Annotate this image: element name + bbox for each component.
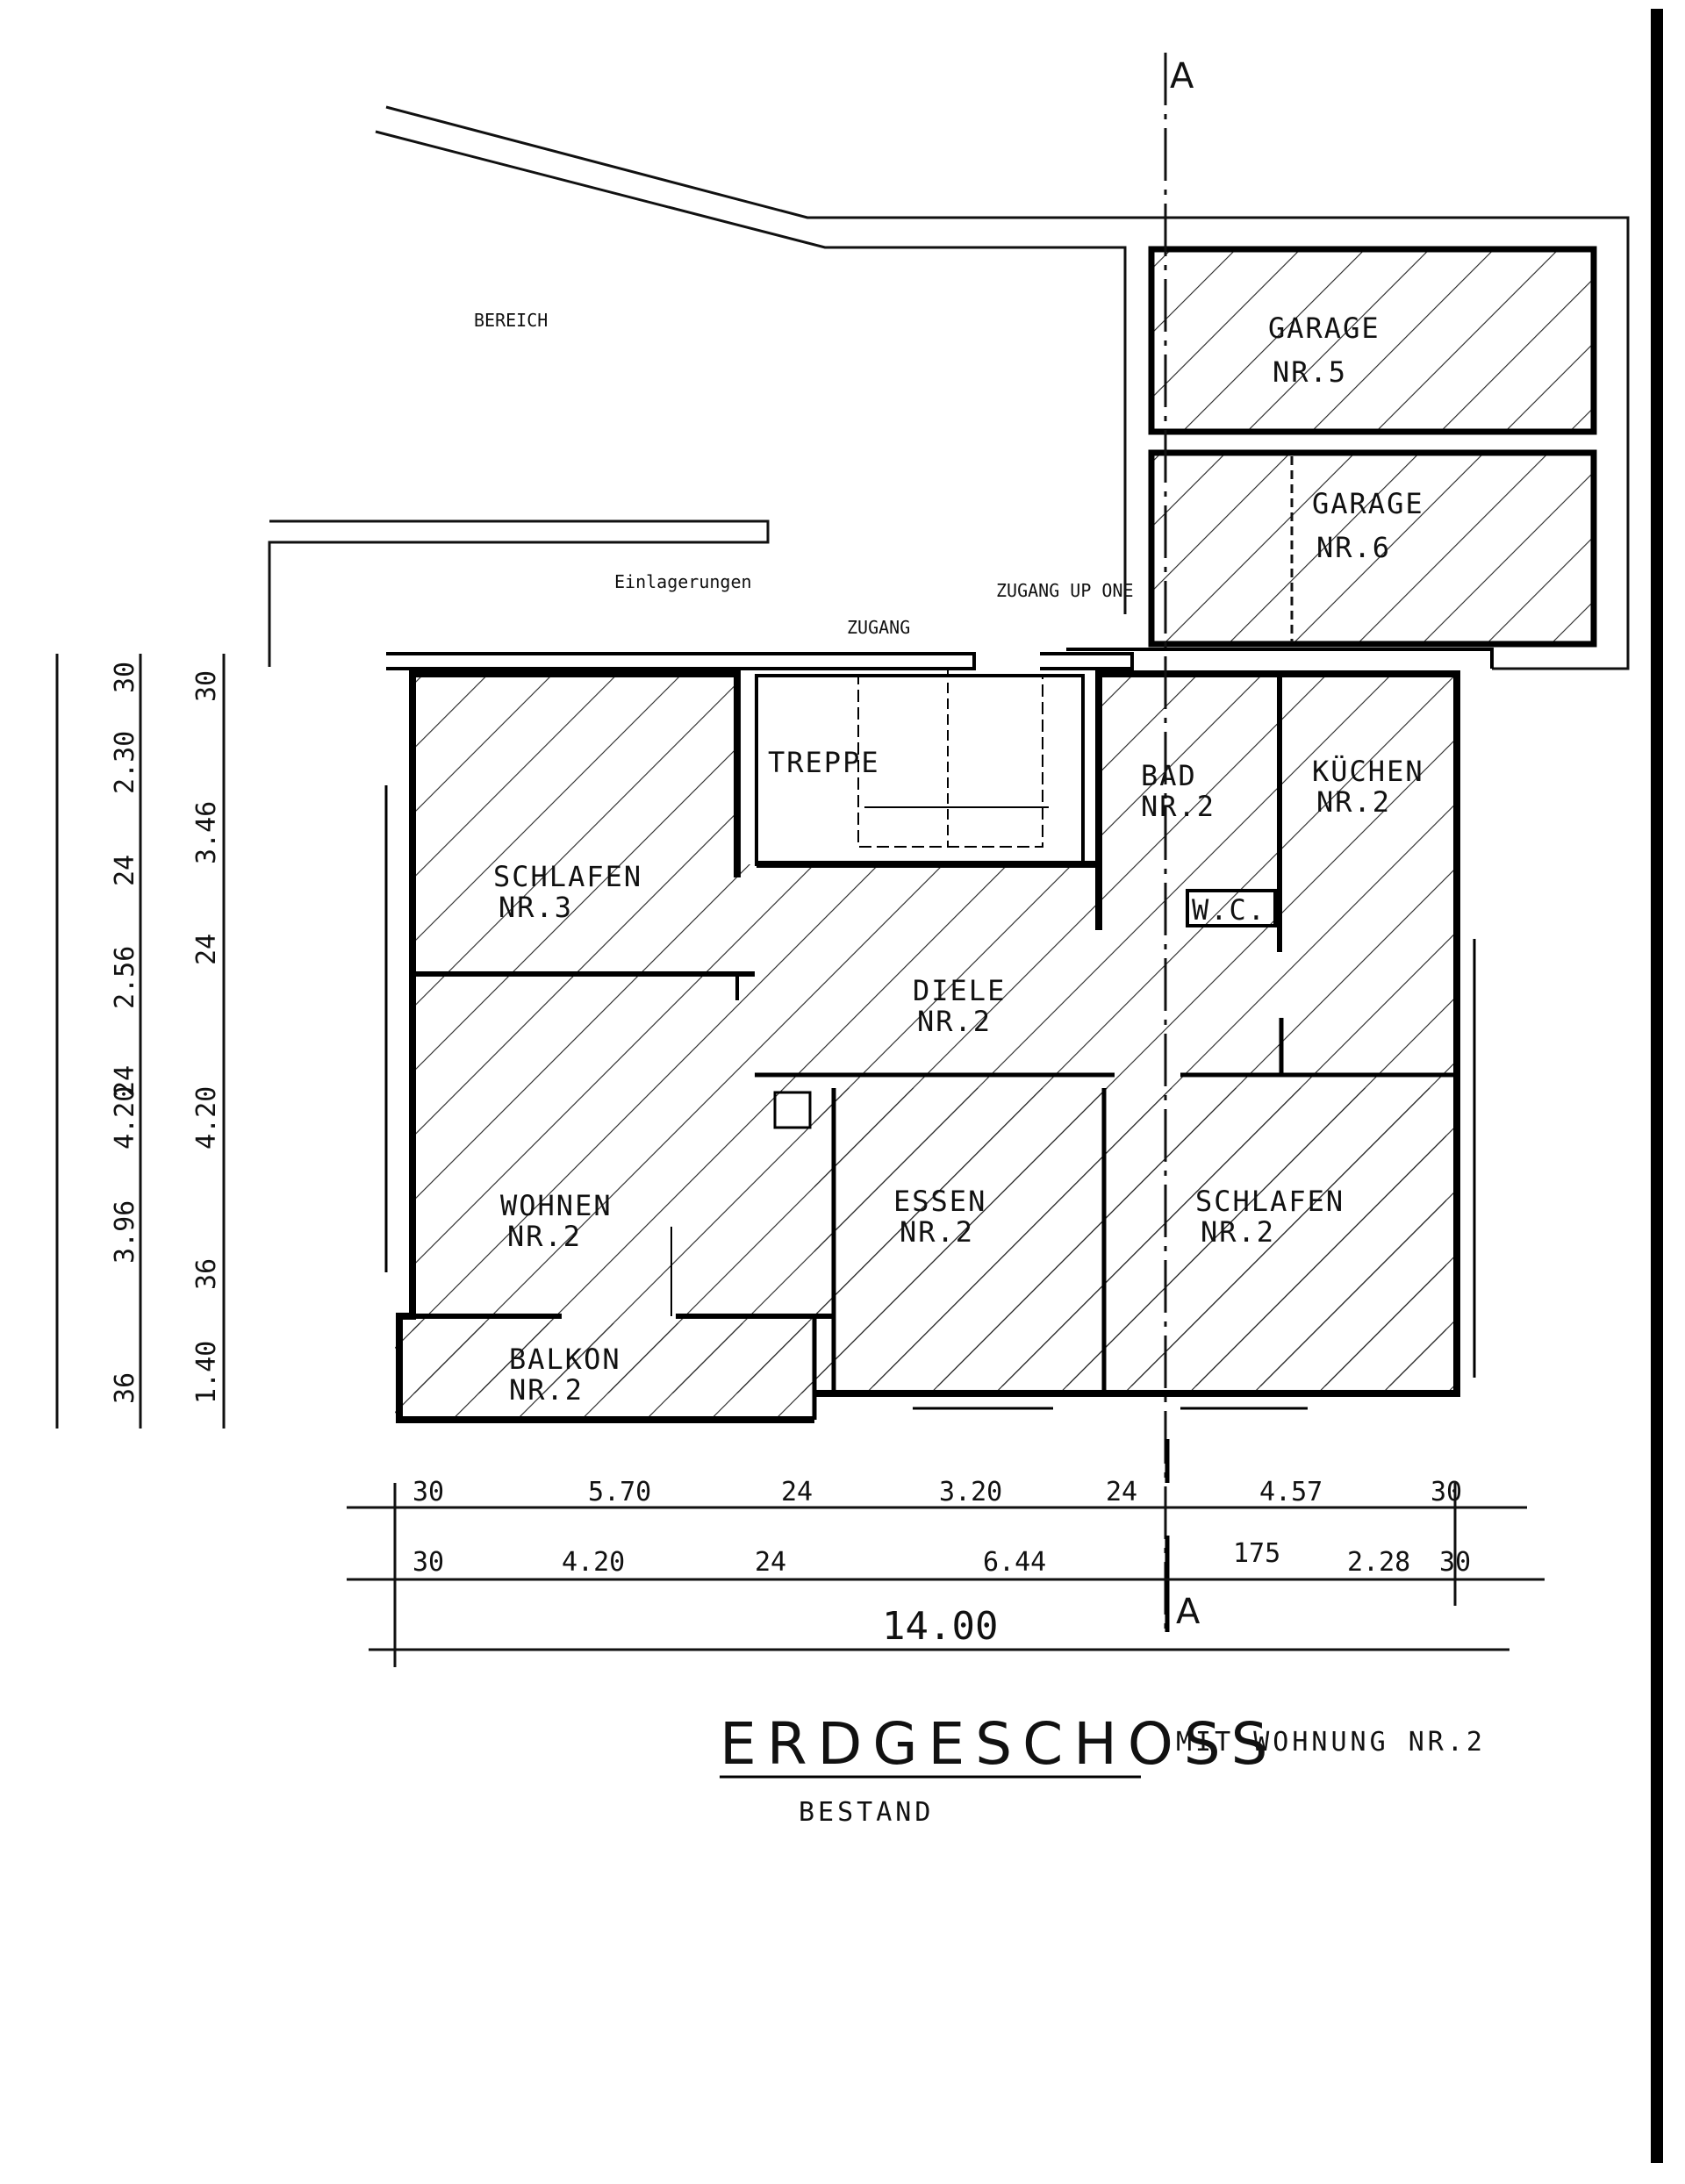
garage-6 [1148, 449, 1597, 648]
dim-l1-7: 36 [110, 1372, 140, 1404]
zugang-label: ZUGANG [847, 617, 910, 638]
plan-subtitle: BESTAND [799, 1797, 934, 1828]
dim-b1-3: 3.20 [939, 1477, 1002, 1507]
section-marker-bottom: A [1176, 1592, 1201, 1632]
left-dimensions: 30 2.30 24 2.56 24 4.20 3.96 36 30 3.46 … [110, 662, 222, 1404]
einlagerungen-label: Einlagerungen [614, 571, 752, 592]
dim-b2-1: 4.20 [562, 1547, 625, 1578]
dim-b1-4: 24 [1106, 1477, 1137, 1507]
dim-l2-1: 3.46 [191, 801, 222, 864]
schlafen3-name: SCHLAFEN [493, 860, 642, 893]
dim-l1-4: 24 [110, 1065, 140, 1097]
bad-nr: NR.2 [1141, 790, 1215, 823]
dim-total: 14.00 [882, 1604, 998, 1649]
garage6-nr: NR.6 [1316, 531, 1391, 564]
apartment-hatch [395, 674, 1457, 1420]
plan-title-suffix: MIT WOHNUNG NR.2 [1176, 1727, 1486, 1758]
dimension-lines [55, 654, 1545, 1667]
dim-b2-2: 24 [755, 1547, 786, 1578]
dim-l2-3: 4.20 [110, 1086, 140, 1149]
dim-l1-5: 4.20 [191, 1086, 222, 1149]
walls [384, 648, 1494, 1423]
treppe-name: TREPPE [768, 746, 880, 779]
garage6-name: GARAGE [1312, 487, 1424, 520]
balkon-name: BALKON [509, 1343, 621, 1376]
kuechen-name: KÜCHEN [1312, 755, 1424, 788]
section-marker-top: A [1170, 56, 1194, 97]
zugang-note: ZUGANG UP ONE [996, 580, 1134, 601]
dim-l2-2: 24 [191, 934, 222, 965]
balkon-nr: NR.2 [509, 1373, 584, 1407]
dim-b1-1: 5.70 [588, 1477, 651, 1507]
essen-nr: NR.2 [900, 1215, 974, 1249]
bad-name: BAD [1141, 759, 1197, 792]
dim-l1-1: 2.30 [110, 731, 140, 794]
diele-name: DIELE [913, 974, 1006, 1007]
dim-l2-0: 30 [191, 670, 222, 702]
dim-l1-0: 30 [110, 662, 140, 693]
dim-b1-0: 30 [412, 1477, 444, 1507]
garage5-nr: NR.5 [1273, 355, 1347, 389]
dim-b2-6: 30 [1439, 1547, 1471, 1578]
dim-b1-5: 4.57 [1259, 1477, 1323, 1507]
dim-b2-0: 30 [412, 1547, 444, 1578]
dim-b2-5: 2.28 [1347, 1547, 1410, 1578]
dim-l1-3: 2.56 [110, 946, 140, 1009]
garage5-name: GARAGE [1268, 311, 1380, 345]
wohnen-nr: NR.2 [507, 1220, 582, 1253]
section-line [1164, 53, 1170, 1632]
essen-name: ESSEN [893, 1185, 986, 1218]
dim-l1-2: 24 [110, 855, 140, 886]
garages [1148, 246, 1597, 648]
schlafen2-nr: NR.2 [1201, 1215, 1275, 1249]
wc-name: W.C. [1192, 893, 1266, 927]
dim-b1-2: 24 [781, 1477, 813, 1507]
diele-nr: NR.2 [917, 1005, 992, 1038]
plan-title: ERDGESCHOSS [720, 1710, 1279, 1778]
bereich-label: BEREICH [474, 310, 548, 331]
dim-b2-3: 6.44 [983, 1547, 1046, 1578]
dim-l2-5: 1.40 [191, 1341, 222, 1404]
dim-b2-4: 175 [1233, 1538, 1280, 1569]
site-outline [268, 105, 1630, 670]
dim-l2-4: 36 [191, 1258, 222, 1290]
kuechen-nr: NR.2 [1316, 785, 1391, 819]
dim-l1-6: 3.96 [110, 1200, 140, 1264]
garage-5 [1148, 246, 1597, 435]
wohnen-name: WOHNEN [500, 1189, 613, 1222]
dim-b1-6: 30 [1430, 1477, 1462, 1507]
schlafen3-nr: NR.3 [498, 891, 573, 924]
schlafen2-name: SCHLAFEN [1195, 1185, 1344, 1218]
